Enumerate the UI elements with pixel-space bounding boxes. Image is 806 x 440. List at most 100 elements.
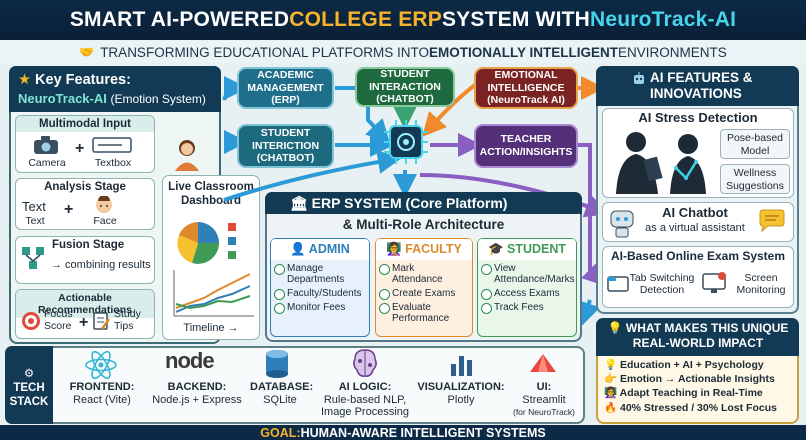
node-student-interiction: STUDENT INTERICTION (CHATBOT) <box>237 124 334 168</box>
database-icon <box>266 350 288 378</box>
goal-label: GOAL: <box>260 425 301 440</box>
key-features-product: NeuroTrack-AI (Emotion System) <box>18 91 206 106</box>
bulb-bullet-icon: 💡 <box>604 359 618 371</box>
pointing-hand-icon: 👉 <box>604 373 618 386</box>
brain-icon <box>353 349 377 377</box>
node-student-interaction: STUDENT INTERACTION (CHATBOT) <box>355 67 455 107</box>
chat-bubble-icon <box>759 209 785 233</box>
unique-item: 👩‍🏫 Adapt Teaching in Real-Time <box>604 387 763 400</box>
tab-switch-icon <box>607 276 629 292</box>
role-icon: 🎓 <box>487 242 507 256</box>
textbox-label: Textbox <box>94 157 132 169</box>
goal-footer: GOAL: HUMAN-AWARE INTELLIGENT SYSTEMS <box>0 425 806 440</box>
erp-header <box>265 192 582 214</box>
node-teacher-action: TEACHER ACTION/INSIGHTS <box>474 124 578 168</box>
unique-list: 💡 Education + AI + Psychology 👉 Emotion … <box>604 358 796 415</box>
tech-ai-logic: AI LOGIC:Rule-based NLP, Image Processin… <box>320 381 410 419</box>
robot-icon <box>634 72 644 84</box>
face-icon <box>96 196 112 213</box>
react-icon <box>85 350 117 380</box>
node-emotional-intelligence: EMOTIONAL INTELLIGENCE (NeuroTrack AI) <box>474 67 578 109</box>
analysis-title: Analysis Stage <box>44 181 126 193</box>
title-part-4: NeuroTrack-AI <box>590 8 737 31</box>
role-title: 🎓 STUDENT <box>478 239 576 260</box>
dashboard-pie-chart <box>177 222 236 264</box>
role-item: Access Exams <box>478 288 576 300</box>
study-tips-icon <box>93 312 110 330</box>
star-icon: ★ <box>18 72 31 88</box>
tech-frontend: FRONTEND:React (Vite) <box>69 381 135 406</box>
subtitle-bold: EMOTIONALLY INTELLIGENT <box>428 44 618 60</box>
title-banner: SMART AI-POWERED COLLEGE ERP SYSTEM WITH… <box>0 0 806 40</box>
textbox-icon <box>92 137 132 153</box>
tab-switch-label: Tab Switching Detection <box>629 272 695 297</box>
ai-chip-icon <box>384 120 428 164</box>
gear-icon: ⚙ <box>23 368 35 380</box>
stress-title: AI Stress Detection <box>638 110 758 125</box>
exam-title: AI-Based Online Exam System <box>610 249 786 263</box>
ai-features-header <box>596 66 799 106</box>
study-tips-label: Study Tips <box>114 308 141 332</box>
fire-icon: 🔥 <box>604 401 618 414</box>
key-features-title: ★ Key Features: <box>18 72 131 88</box>
analysis-text-a: Text <box>22 199 46 214</box>
role-item: Evaluate Performance <box>376 302 472 324</box>
chatbot-title: AI Chatbot <box>662 205 728 220</box>
pose-model-box: Pose-based Model <box>720 129 790 159</box>
student-avatar-icon <box>175 140 199 171</box>
dashboard-title: Live Classroom Dashboard <box>168 181 254 207</box>
dashboard-line-chart <box>173 270 254 317</box>
subtitle-prefix: TRANSFORMING EDUCATIONAL PLATFORMS INTO <box>100 44 429 60</box>
teacher-icon: 👩‍🏫 <box>604 387 618 400</box>
role-item: View Attendance/Marks <box>478 263 576 285</box>
node-logo-icon: node <box>165 348 215 373</box>
subtitle-suffix: ENVIRONMENTS <box>617 44 727 60</box>
online-exam-card <box>602 246 794 308</box>
node-academic-management: ACADEMIC MANAGEMENT (ERP) <box>237 67 334 109</box>
fusion-stage: Fusion Stage <box>15 236 155 284</box>
chatbot-robot-icon <box>610 210 634 238</box>
tech-stack-title: ⚙ TECH STACK <box>9 368 49 408</box>
role-item: Monitor Fees <box>271 302 369 314</box>
unique-title: 💡 WHAT MAKES THIS UNIQUE REAL-WORLD IMPA… <box>607 321 789 350</box>
screen-monitor-icon <box>702 272 726 293</box>
fusion-desc: → combining results <box>51 259 151 271</box>
role-icon: 👩‍🏫 <box>386 242 406 256</box>
tech-backend: BACKEND:Node.js + Express <box>152 381 242 406</box>
tech-visualization: VISUALIZATION:Plotly <box>417 381 505 406</box>
target-icon <box>22 312 40 330</box>
screen-monitor-label: Screen Monitoring <box>736 272 786 297</box>
analysis-plus: + <box>64 201 74 218</box>
tech-stack-header <box>5 346 53 424</box>
handshake-icon: 🤝 <box>79 45 95 59</box>
camera-icon <box>34 136 58 154</box>
lightbulb-icon: 💡 <box>607 321 623 335</box>
erp-subtitle: & Multi-Role Architecture <box>342 217 505 232</box>
unique-item: 🔥 40% Stressed / 30% Lost Focus <box>604 401 777 414</box>
actionable-title: Actionable Recommendations <box>16 290 154 318</box>
key-features-header <box>9 66 221 112</box>
role-title: 👩‍🏫 FACULTY <box>376 239 472 260</box>
role-icon: 👤 <box>290 242 309 256</box>
camera-label: Camera <box>28 157 66 169</box>
multimodal-title: Multimodal Input <box>16 116 154 132</box>
plus-sign: + <box>75 140 85 157</box>
fusion-title: Fusion Stage <box>52 239 125 251</box>
stress-silhouette-icon <box>616 132 706 194</box>
subtitle: 🤝 TRANSFORMING EDUCATIONAL PLATFORMS INT… <box>0 41 806 63</box>
role-item: Track Fees <box>478 302 576 314</box>
ai-features-title: AI FEATURES & INNOVATIONS <box>650 70 753 101</box>
chatbot-desc: as a virtual assistant <box>645 222 745 234</box>
unique-header <box>596 318 799 356</box>
analysis-face-label: Face <box>93 215 117 227</box>
title-part-1: SMART AI-POWERED <box>69 8 290 31</box>
tech-ui: UI:Streamlit(for NeuroTrack) <box>512 381 576 418</box>
bar-chart-icon <box>451 356 472 376</box>
streamlit-icon <box>530 354 556 372</box>
network-icon <box>22 247 44 269</box>
dashboard-timeline-label: Timeline → <box>183 322 239 334</box>
actionable-stage: Actionable Recommendations <box>15 289 155 339</box>
